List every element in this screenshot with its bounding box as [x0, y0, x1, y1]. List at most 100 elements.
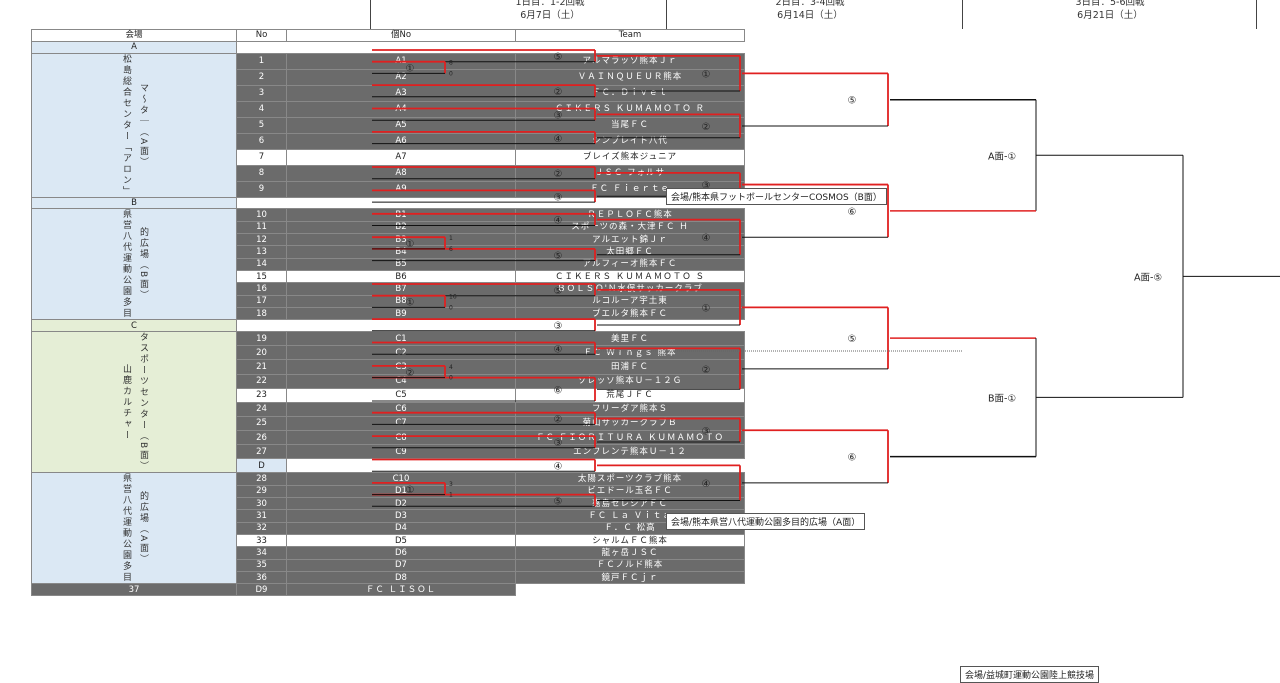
- semi-label-b1: B面-①: [988, 393, 1016, 404]
- team-ind: B8: [286, 294, 516, 309]
- venue-court: タスポーツセンター（B面）: [138, 332, 148, 473]
- team-num: 19: [236, 331, 287, 347]
- blank-cell: [236, 319, 287, 332]
- team-ind: A2: [286, 68, 516, 86]
- r3-number: ②: [702, 122, 711, 133]
- team-num: 12: [236, 233, 287, 247]
- venue-name: 山鹿カルチャー: [121, 363, 131, 441]
- team-num: 10: [236, 208, 287, 222]
- team-team: 鏡戸ＦＣｊｒ: [515, 570, 745, 585]
- team-num: 9: [236, 180, 287, 198]
- team-ind: A6: [286, 132, 516, 150]
- r3-number: ①: [702, 303, 711, 314]
- prelim-score: 16: [449, 294, 457, 301]
- r4-number: ⑥: [848, 207, 857, 218]
- header-divider: [370, 0, 371, 29]
- venue-name: 県営八代運動公園多目: [121, 473, 131, 584]
- team-team: シンプレイト八代: [515, 132, 745, 150]
- team-num: 28: [236, 472, 287, 486]
- team-num: 30: [236, 497, 287, 511]
- venue-box-yatsushiro: 会場/熊本県営八代運動公園多目的広場（A面）: [666, 513, 866, 530]
- prelim-number: ①: [406, 485, 415, 496]
- r3-number: ④: [702, 233, 711, 244]
- group-venue-cell: 松島総合センター「アロン」マ〜タ｜（A面）: [31, 52, 237, 198]
- match-number: ②: [554, 169, 563, 180]
- prelim-score: 1: [449, 235, 453, 242]
- prelim-score: 4: [449, 364, 453, 371]
- team-ind: B9: [286, 307, 516, 321]
- group-row-D: D: [32, 458, 745, 474]
- match-number: ④: [554, 134, 563, 145]
- group-venue-cell: 県営八代運動公園多目的広場（B面）: [31, 208, 237, 321]
- blank-cell: [286, 41, 516, 54]
- blank-cell: [236, 197, 287, 209]
- team-team: ＦＣ ＦＩＯＲＩＴＵＲＡ ＫＵＭＡＭＯＴＯ: [515, 429, 745, 446]
- team-ind: D7: [286, 558, 516, 573]
- match-number: ③: [554, 192, 563, 203]
- venue-court: マ〜タ｜（A面）: [138, 82, 148, 168]
- team-team: ブレイズ熊本ジュニア: [515, 148, 745, 166]
- r4-number: ⑥: [848, 453, 857, 464]
- team-num: 29: [236, 484, 287, 499]
- blank-cell: [515, 41, 745, 54]
- blank-cell: [744, 458, 745, 473]
- team-ind: C2: [286, 345, 516, 361]
- ind-no-header: 個No: [286, 29, 516, 42]
- match-number: ②: [554, 415, 563, 426]
- r3-number: ③: [702, 426, 711, 437]
- blank-cell: [236, 41, 287, 54]
- venue-box-cosmos: 会場/熊本県フットボールセンターCOSMOS（B面）: [666, 188, 887, 205]
- match-number: ③: [554, 110, 563, 121]
- match-number: ③: [554, 438, 563, 449]
- prelim-score: 8: [449, 60, 453, 67]
- team-ind: D8: [286, 570, 516, 585]
- header-divider: [666, 0, 667, 29]
- prelim-score: 0: [449, 375, 453, 382]
- team-ind: B2: [286, 220, 516, 235]
- group-row-B: B: [31, 196, 746, 210]
- team-ind: D3: [286, 509, 516, 523]
- team-num: 16: [236, 282, 287, 296]
- team-num: 23: [236, 387, 287, 403]
- team-team: シャルムＦＣ熊本: [515, 534, 745, 548]
- team-ind: C5: [286, 387, 516, 403]
- team-num: 27: [236, 444, 287, 460]
- r4-number: ⑤: [848, 334, 857, 345]
- r3-number: ①: [702, 69, 711, 80]
- match-number: ④: [554, 461, 563, 472]
- team-team: 太陽スポーツクラブ熊本: [515, 472, 745, 486]
- r4-number: ⑤: [848, 96, 857, 107]
- match-number: ⑤: [554, 286, 563, 297]
- team-ind: D9: [236, 583, 287, 597]
- team-team: ルコルーア宇土東: [515, 294, 745, 309]
- semi-label-a1: A面-①: [988, 151, 1016, 162]
- r3-number: ③: [702, 181, 711, 192]
- group-row-C: C: [31, 319, 746, 333]
- prelim-score: 0: [449, 304, 453, 311]
- prelim-number: ①: [406, 239, 415, 250]
- blank-cell: [286, 458, 516, 473]
- team-num: 1: [236, 52, 287, 70]
- blank-cell: [515, 197, 745, 209]
- team-team: ＦＣ ＬＩＳＯＬ: [286, 583, 516, 597]
- prelim-score: 3: [449, 481, 453, 488]
- blank-cell: [515, 319, 745, 332]
- team-team: 龍ヶ岳ＪＳＣ: [515, 546, 745, 560]
- blank-cell: [286, 197, 516, 209]
- team-team: スポーツの森・大津ＦＣ Ｈ: [515, 220, 745, 235]
- group-row-A: A: [31, 40, 746, 54]
